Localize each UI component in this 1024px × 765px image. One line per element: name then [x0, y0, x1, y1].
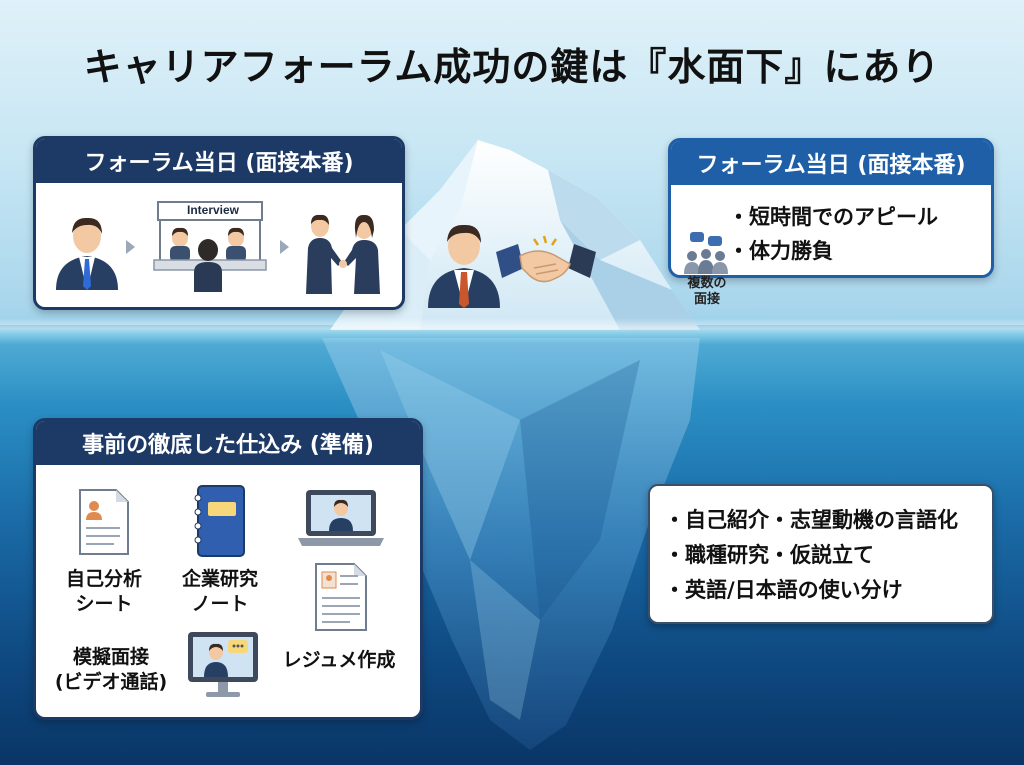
- video-call-icon: [188, 632, 258, 697]
- group-interview-label: 複数の 面接: [678, 276, 736, 308]
- resume-icon: [315, 563, 367, 631]
- bullet-item: ・自己紹介・志望動機の言語化: [664, 508, 958, 532]
- notebook-icon: [194, 485, 245, 557]
- panel-header: フォーラム当日 (面接本番): [671, 141, 991, 185]
- handshake-icon: [496, 235, 596, 283]
- label-line: 企業研究: [181, 568, 258, 590]
- document-icon: [79, 489, 129, 555]
- item-label: 模擬面接 (ビデオ通話): [44, 645, 178, 695]
- bullet-item: ・短時間でのアピール: [728, 205, 938, 229]
- label-line: シート: [75, 593, 133, 615]
- bullet-item: ・職種研究・仮説立て: [664, 543, 874, 567]
- label-line: (ビデオ通話): [54, 671, 168, 693]
- group-interview-icon: [684, 232, 728, 274]
- label-line: 模擬面接: [72, 646, 149, 668]
- panel-header: フォーラム当日 (面接本番): [36, 139, 402, 183]
- greeting-icon: [306, 214, 380, 294]
- laptop-icon: [298, 490, 384, 546]
- bullet-item: ・体力勝負: [728, 239, 833, 263]
- label-line: ノート: [191, 593, 249, 615]
- label-line: 複数の: [687, 276, 727, 291]
- candidate-icon: [56, 217, 118, 290]
- item-label: レジュメ作成: [282, 649, 396, 671]
- water-surface: [0, 318, 1024, 344]
- interview-panel-icon: [153, 201, 267, 292]
- item-label: 企業研究 ノート: [168, 567, 272, 617]
- label-line: 面接: [693, 292, 720, 307]
- interview-sign: Interview: [186, 203, 240, 217]
- preparation-details-panel: [648, 484, 994, 624]
- businessman-icon: [428, 224, 500, 308]
- label-line: 自己分析: [65, 568, 142, 590]
- page-title: キャリアフォーラム成功の鍵は『水面下』にあり: [83, 45, 941, 89]
- arrow-icon: [126, 240, 135, 254]
- panel-header: 事前の徹底した仕込み (準備): [36, 421, 420, 465]
- bullet-item: ・英語/日本語の使い分け: [664, 578, 903, 602]
- item-label: 自己分析 シート: [52, 567, 156, 617]
- arrow-icon: [280, 240, 289, 254]
